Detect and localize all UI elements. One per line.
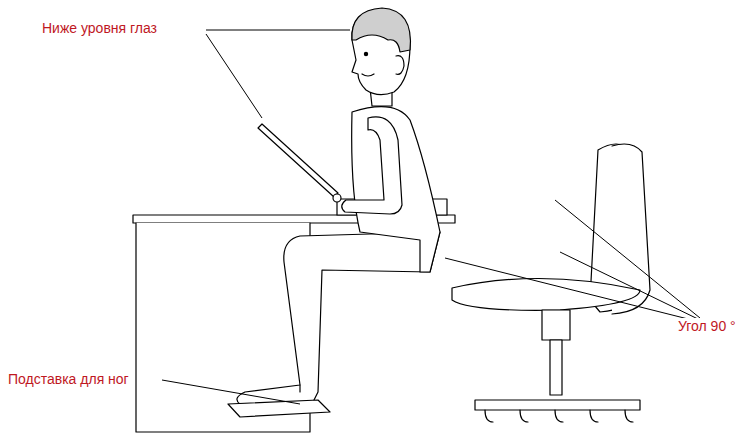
chair-wheels [485, 410, 633, 422]
footrest [228, 400, 330, 417]
ear [396, 56, 404, 75]
angle-leader-knee [445, 258, 700, 322]
chair-mechanism [542, 310, 570, 340]
angle-leader-hip [560, 252, 700, 320]
angle-leader-elbow [555, 200, 700, 318]
hair [352, 8, 411, 52]
legs [237, 232, 440, 404]
footrest-leader [162, 380, 300, 404]
mouth [362, 74, 374, 76]
eye [364, 52, 367, 55]
eye-level-label: Ниже уровня глаз [40, 20, 159, 36]
footrest-label: Подставка для ног [6, 371, 131, 387]
leader-lines [162, 30, 700, 404]
eye-level-line [206, 30, 350, 31]
eye-level-leader [206, 34, 262, 118]
angle-label: Угол 90 ° [676, 318, 738, 334]
chair-base [475, 400, 640, 410]
laptop-hinge [333, 194, 341, 202]
laptop-screen [258, 124, 338, 197]
arm [342, 117, 402, 214]
ankle [299, 385, 300, 392]
chair-stem [550, 340, 562, 395]
